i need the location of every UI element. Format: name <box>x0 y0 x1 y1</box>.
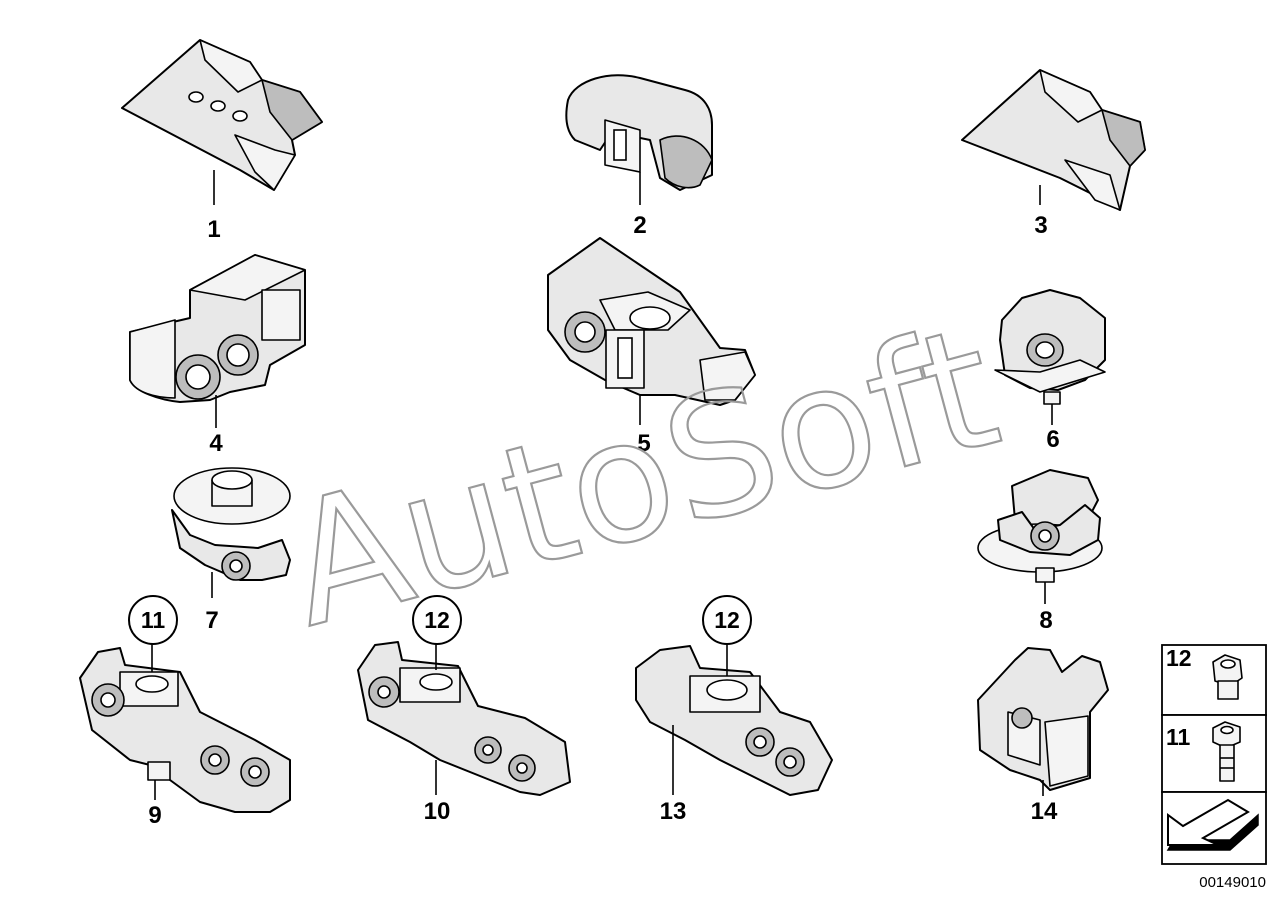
part-number-10: 10 <box>424 798 451 825</box>
legend-item-12[interactable]: 12 <box>1166 645 1243 700</box>
diagram-id: 00149010 <box>1199 874 1266 891</box>
hex-nut-icon <box>1212 654 1243 700</box>
part-13-drawing[interactable] <box>635 642 833 796</box>
part-4-drawing[interactable] <box>129 254 306 428</box>
part-number-5: 5 <box>637 430 650 457</box>
reference-callout-11[interactable]: 11 <box>128 595 178 645</box>
part-number-3: 3 <box>1034 212 1047 239</box>
part-number-4: 4 <box>209 430 223 457</box>
part-8-drawing[interactable] <box>977 469 1103 604</box>
legend-item-11[interactable]: 11 <box>1166 721 1241 782</box>
part-3-drawing[interactable] <box>961 69 1146 211</box>
bolt-icon <box>1212 721 1241 782</box>
reference-callout-12-b[interactable]: 12 <box>702 595 752 645</box>
part-number-14: 14 <box>1031 798 1058 825</box>
part-9-drawing[interactable] <box>79 642 291 813</box>
legend-number: 11 <box>1166 724 1191 750</box>
reference-number: 12 <box>424 607 450 633</box>
part-number-2: 2 <box>633 212 646 239</box>
part-number-8: 8 <box>1039 607 1052 634</box>
part-5-drawing[interactable] <box>547 237 756 425</box>
part-7-drawing[interactable] <box>171 467 291 598</box>
part-2-drawing[interactable] <box>565 74 713 205</box>
reference-number: 12 <box>714 607 740 633</box>
part-number-1: 1 <box>207 216 220 243</box>
part-10-drawing[interactable] <box>357 641 571 796</box>
part-number-9: 9 <box>148 802 161 829</box>
part-number-13: 13 <box>660 798 687 825</box>
legend-panel: 12 11 <box>1161 644 1267 865</box>
part-1-drawing[interactable] <box>121 39 323 205</box>
part-number-7: 7 <box>205 607 218 634</box>
part-6-drawing[interactable] <box>994 289 1106 425</box>
part-number-6: 6 <box>1046 426 1059 453</box>
reference-callout-12-a[interactable]: 12 <box>412 595 462 645</box>
legend-number: 12 <box>1166 645 1192 671</box>
direction-arrow-icon <box>1166 798 1259 851</box>
part-14-drawing[interactable] <box>977 647 1109 796</box>
reference-number: 11 <box>141 607 166 633</box>
